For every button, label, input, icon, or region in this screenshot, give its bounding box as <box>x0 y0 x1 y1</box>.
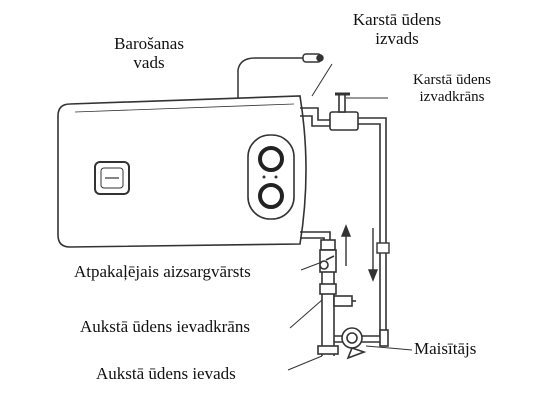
label-mixer: Maisītājs <box>414 339 477 358</box>
logo-plate <box>94 161 130 195</box>
label-cold-water-tap: Aukstā ūdens ievadkrāns <box>80 317 250 336</box>
label-check-valve: Atpakaļējais aizsargvārsts <box>74 262 251 281</box>
hot-water-tap <box>329 92 387 338</box>
mixer-valve <box>334 327 389 360</box>
cold-water-connection <box>300 231 336 251</box>
label-power-cable: Barošanas vads <box>114 34 184 72</box>
leader-lines <box>287 63 413 371</box>
hot-pipe-joint <box>376 242 390 254</box>
down-arrow-icon <box>367 228 379 282</box>
water-heater-tank <box>57 95 307 248</box>
check-valve <box>319 249 337 273</box>
cold-water-pipe <box>319 272 337 356</box>
cold-water-tap <box>317 295 356 355</box>
hot-water-outlet-pipe <box>300 107 332 127</box>
label-cold-water-inlet: Aukstā ūdens ievads <box>96 364 236 383</box>
power-cable <box>237 53 324 100</box>
label-hot-water-outlet: Karstā ūdens izvads <box>352 10 442 48</box>
up-arrow-icon <box>340 224 352 266</box>
control-panel <box>247 134 295 220</box>
label-hot-water-tap: Karstā ūdens izvadkrāns <box>413 72 491 105</box>
